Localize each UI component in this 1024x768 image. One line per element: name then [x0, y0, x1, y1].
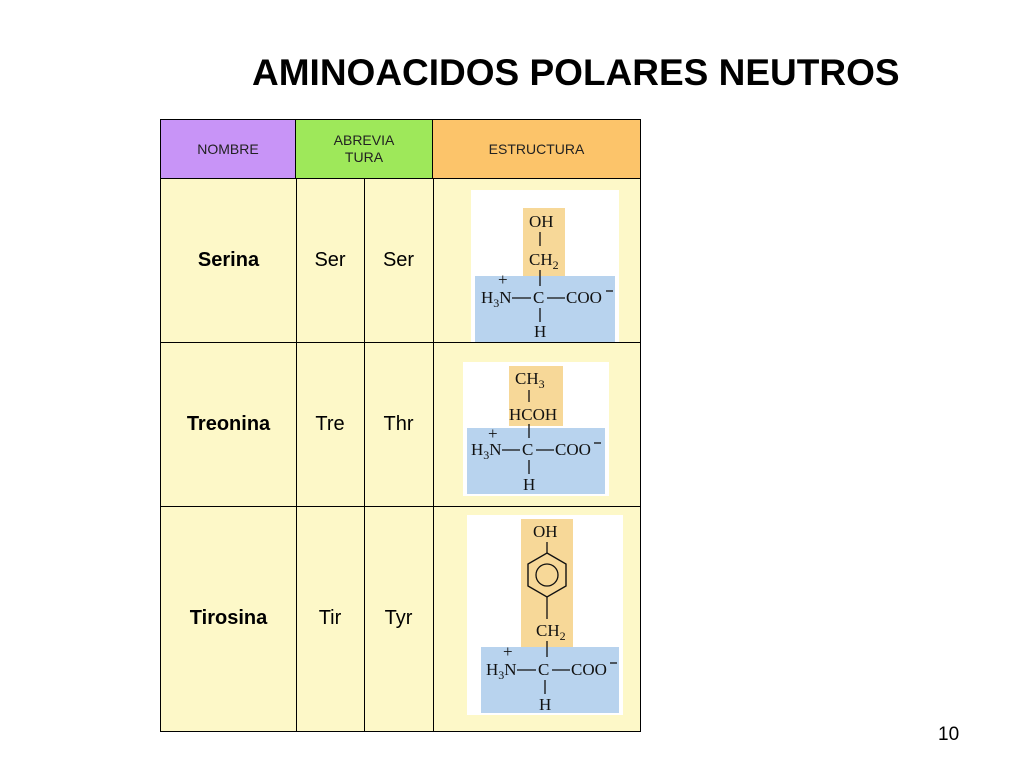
- carboxylate-group: COO: [555, 440, 591, 459]
- alpha-carbon: C: [538, 660, 549, 679]
- header-abreviatura-line2: TURA: [344, 149, 384, 165]
- positive-charge: +: [503, 642, 513, 661]
- side-chain-ch3: CH3: [515, 369, 545, 391]
- row-tirosina-name: Tirosina: [189, 607, 268, 629]
- page-number: 10: [938, 724, 960, 745]
- alpha-hydrogen: H: [539, 695, 551, 714]
- row-treonina-abbrev-es: Tre: [315, 412, 345, 435]
- row-tirosina-abbrev-es: Tir: [318, 607, 342, 629]
- carboxylate-group: COO: [571, 660, 607, 679]
- carboxylate-group: COO: [566, 288, 602, 307]
- header-abreviatura: ABREVIA TURA: [296, 120, 433, 179]
- alpha-hydrogen: H: [523, 475, 535, 494]
- header-nombre: NOMBRE: [161, 120, 296, 179]
- threonine-structure: CH3 HCOH + H3N C COO H: [463, 362, 609, 496]
- row-tirosina-abbrev-en: Tyr: [384, 607, 413, 629]
- tyrosine-structure: OH CH2 + H3N C COO H: [467, 515, 623, 715]
- header-estructura: ESTRUCTURA: [433, 120, 640, 179]
- row-treonina-abbrev-en: Thr: [383, 412, 414, 435]
- positive-charge: +: [488, 424, 498, 443]
- side-chain-oh: OH: [529, 212, 554, 231]
- side-chain-hcoh: HCOH: [509, 405, 557, 424]
- positive-charge: +: [498, 270, 508, 289]
- row-treonina-name: Treonina: [186, 412, 271, 435]
- column-divider: [433, 179, 434, 731]
- amino-acid-table: NOMBRE ABREVIA TURA ESTRUCTURA Serina Se…: [160, 119, 641, 732]
- row-divider: [161, 506, 640, 507]
- side-chain-ch2: CH2: [536, 621, 566, 643]
- amino-group: H3N: [481, 288, 512, 310]
- side-chain-oh: OH: [533, 522, 558, 541]
- row-serina-abbrev-es: Ser: [314, 249, 346, 271]
- row-divider: [161, 342, 640, 343]
- alpha-carbon: C: [522, 440, 533, 459]
- header-abreviatura-line1: ABREVIA: [333, 132, 395, 148]
- alpha-carbon: C: [533, 288, 544, 307]
- alpha-hydrogen: H: [534, 322, 546, 341]
- row-serina-abbrev-en: Ser: [382, 249, 415, 271]
- row-serina-name: Serina: [197, 249, 260, 271]
- slide-title: AMINOACIDOS POLARES NEUTROS: [252, 52, 900, 93]
- column-divider: [296, 179, 297, 731]
- amino-group: H3N: [486, 660, 517, 682]
- amino-group: H3N: [471, 440, 502, 462]
- side-chain-ch2: CH2: [529, 250, 559, 272]
- column-divider: [364, 179, 365, 731]
- serine-structure: OH CH2 + H3N C COO H: [471, 190, 619, 342]
